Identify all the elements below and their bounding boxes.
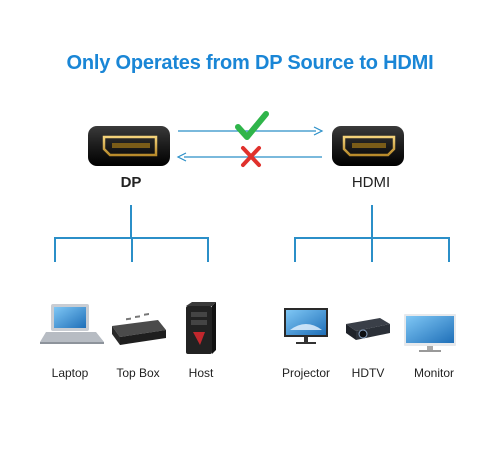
- dp-label: DP: [120, 174, 142, 191]
- laptop-icon: [40, 304, 104, 344]
- hdmi-connector-icon: [332, 126, 404, 166]
- hdmi-label: HDMI: [351, 174, 391, 191]
- device-label-hdtv: HDTV: [351, 366, 385, 380]
- forward-arrow: [178, 126, 324, 136]
- device-label-projector: Projector: [281, 366, 331, 380]
- device-label-laptop: Laptop: [51, 366, 89, 380]
- projector-screen-icon: [284, 308, 328, 344]
- dp-branch-lines: [54, 205, 209, 262]
- check-icon: [235, 111, 269, 140]
- device-label-host: Host: [188, 366, 214, 380]
- hdmi-branch-lines: [294, 205, 450, 262]
- monitor-icon: [404, 314, 456, 352]
- projector-device-icon: [346, 318, 390, 340]
- device-label-top-box: Top Box: [116, 366, 160, 380]
- dp-connector-icon: [88, 126, 170, 166]
- diagram-title: Only Operates from DP Source to HDMI: [66, 52, 434, 74]
- cross-icon: [241, 146, 261, 167]
- device-label-monitor: Monitor: [413, 366, 454, 380]
- set-top-box-icon: [112, 313, 166, 345]
- pc-tower-icon: [186, 302, 216, 354]
